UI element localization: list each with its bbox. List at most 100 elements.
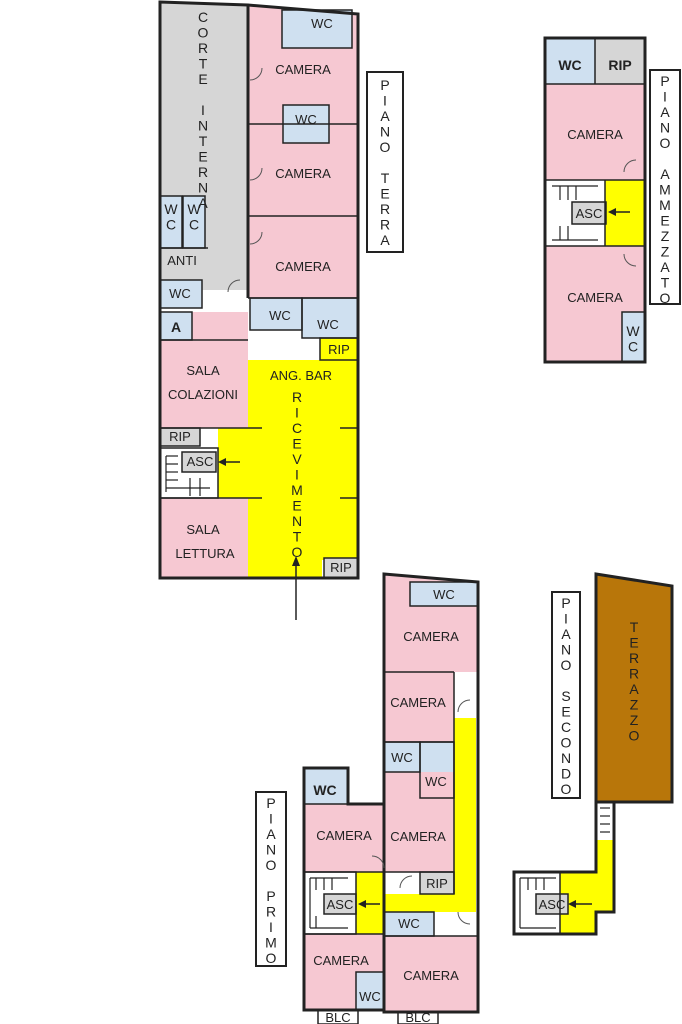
blc-primo-2-label: BLC (405, 1010, 430, 1024)
sala-lettura-label-1: SALA (186, 522, 220, 537)
terrazzo (596, 574, 672, 802)
rip-terra-3 (324, 558, 358, 578)
camera-primo-4-label: CAMERA (403, 968, 459, 983)
stair-lines-amm (552, 185, 598, 241)
piano-primo: WC CAMERA CAMERA WC WC CAMERA RIP WC CAM… (255, 572, 480, 1024)
a-room (160, 312, 192, 340)
corridor-secondo (596, 840, 614, 896)
sala-colazioni-label-2: COLAZIONI (168, 387, 238, 402)
asc-amm (572, 202, 606, 224)
rip-primo (420, 872, 454, 894)
wc-terra-4 (183, 196, 205, 248)
camera-amm-2-label: CAMERA (567, 290, 623, 305)
rip-terra-1-label: RIP (328, 342, 350, 357)
asc-terra-label: ASC (187, 454, 214, 469)
arrow-asc-amm (608, 208, 616, 216)
camera-terra-3 (248, 216, 358, 298)
camera-primo-2-label: CAMERA (390, 695, 446, 710)
asc-primo (324, 894, 356, 914)
camera-terra-1-label: CAMERA (275, 62, 331, 77)
camera-terra-2-label: CAMERA (275, 166, 331, 181)
anti-room (160, 248, 208, 278)
asc-amm-label: ASC (576, 206, 603, 221)
blc-primo-1 (318, 1010, 358, 1024)
wc-terra-5 (160, 280, 202, 308)
wc-primo-3-label: WC (425, 774, 447, 789)
camera-primo-5-label: CAMERA (316, 828, 372, 843)
blc-primo-2 (398, 1012, 438, 1024)
rip-amm-label: RIP (608, 57, 631, 73)
wc-terra-6-label: WC (269, 308, 291, 323)
landing-secondo (560, 872, 614, 934)
wc-amm-1-label: WC (558, 57, 581, 73)
camera-primo-1-label: CAMERA (403, 629, 459, 644)
piano-secondo-box (551, 591, 581, 799)
piano-terra-box (366, 71, 404, 253)
stairs-secondo-top (596, 802, 614, 840)
arrow-entrance (292, 556, 300, 566)
arrow-asc-primo (358, 900, 366, 908)
blc-primo-1-label: BLC (325, 1010, 350, 1024)
wc-primo-2 (384, 742, 420, 772)
piano-ammezzato-box (649, 69, 681, 305)
camera-primo-4 (384, 936, 478, 1012)
corridor-primo-1 (454, 718, 476, 908)
wc-primo-1 (410, 582, 478, 606)
wc-terra-1 (282, 10, 352, 48)
wc-amm-2 (622, 312, 645, 362)
wc-primo-4-label: WC (398, 916, 420, 931)
sala-lettura (160, 498, 248, 578)
rip-amm (595, 38, 645, 84)
rip-primo-label: RIP (426, 876, 448, 891)
stair-lines-secondo (519, 807, 610, 929)
wc-terra-7 (302, 298, 358, 338)
camera-amm-1-label: CAMERA (567, 127, 623, 142)
svg-text:WC: WC (164, 201, 178, 233)
rip-terra-2-label: RIP (169, 429, 191, 444)
wc-primo-6-label: WC (359, 989, 381, 1004)
wc-terra-2-label: WC (295, 112, 317, 127)
anti-label: ANTI (167, 253, 197, 268)
a-label: A (171, 319, 181, 335)
arrow-asc-secondo (568, 900, 576, 908)
ricevimento-area (218, 338, 358, 578)
wc-amm-1 (545, 38, 595, 84)
camera-amm-1 (545, 84, 645, 180)
svg-text:WC: WC (187, 201, 201, 233)
wc-primo-6 (356, 972, 384, 1010)
wc-terra-5-label: WC (169, 286, 191, 301)
wc-primo-5-label: WC (313, 782, 336, 798)
camera-primo-2 (384, 672, 454, 742)
wc-terra-7-label: WC (317, 317, 339, 332)
stair-lines-primo (309, 877, 348, 929)
wc-primo-2-label: WC (391, 750, 413, 765)
asc-secondo-label: ASC (539, 897, 566, 912)
asc-terra (182, 452, 216, 472)
sala-lettura-label-2: LETTURA (175, 546, 235, 561)
wc-terra-1-label: WC (311, 16, 333, 31)
piano-primo-box (255, 791, 287, 967)
camera-primo-3 (384, 772, 454, 872)
stair-lines-terra (165, 455, 210, 496)
camera-primo-3-label: CAMERA (390, 829, 446, 844)
wc-terra-3 (160, 196, 182, 248)
camera-primo-6-label: CAMERA (313, 953, 369, 968)
sala-colazioni (160, 312, 248, 428)
